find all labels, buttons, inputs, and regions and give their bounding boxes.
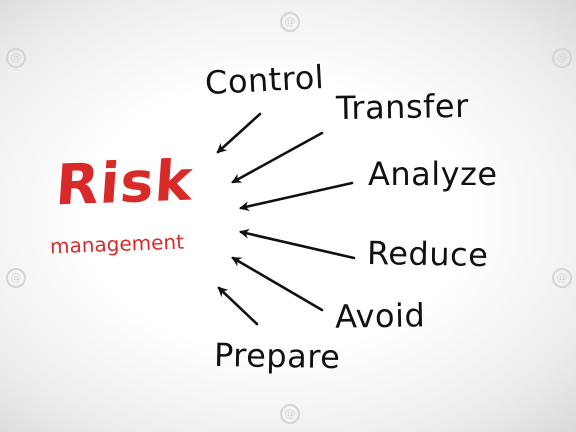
watermark-spiral-icon: @ [552, 48, 572, 68]
arrow-analyze [239, 181, 354, 212]
watermark-spiral-icon: @ [6, 268, 26, 288]
branch-label-analyze: Analyze [368, 155, 498, 193]
watermark-spiral-icon: @ [280, 12, 300, 32]
watermark-spiral-icon: @ [552, 268, 572, 288]
arrow-control [216, 112, 262, 154]
arrow-transfer [231, 131, 324, 184]
arrow-prepare [217, 286, 259, 326]
arrow-avoid [231, 256, 324, 312]
watermark-spiral-icon: @ [6, 48, 26, 68]
arrow-reduce [239, 228, 356, 260]
watermark-spiral-icon: @ [280, 404, 300, 424]
